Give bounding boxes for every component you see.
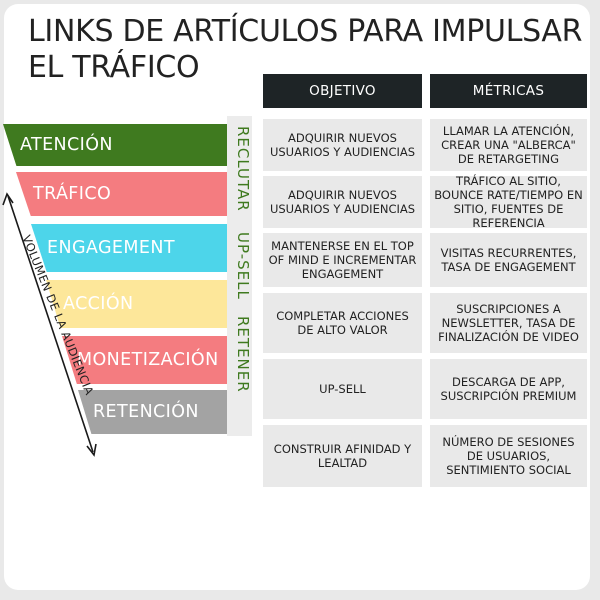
metric-cell: LLAMAR LA ATENCIÓN, CREAR UNA "ALBERCA" …: [430, 119, 587, 171]
funnel-stage-monetizacion: MONETIZACIÓN: [62, 336, 227, 384]
objective-cell: CONSTRUIR AFINIDAD Y LEALTAD: [263, 425, 422, 487]
phase-reclutar: RECLUTAR: [234, 126, 252, 212]
metric-cell: DESCARGA DE APP, SUSCRIPCIÓN PREMIUM: [430, 359, 587, 419]
funnel-stage-atencion: ATENCIÓN: [3, 124, 227, 166]
phase-bracket: [227, 116, 252, 436]
title-line-2: EL TRÁFICO: [28, 50, 200, 85]
objective-cell: ADQUIRIR NUEVOS USUARIOS Y AUDIENCIAS: [263, 119, 422, 171]
phase-up-sell: UP-SELL: [234, 232, 252, 300]
funnel-stage-trafico: TRÁFICO: [16, 172, 227, 216]
objective-header: OBJETIVO: [263, 74, 422, 108]
objective-cell: MANTENERSE EN EL TOP OF MIND E INCREMENT…: [263, 233, 422, 287]
objective-cell: ADQUIRIR NUEVOS USUARIOS Y AUDIENCIAS: [263, 176, 422, 228]
funnel-stage-engagement: ENGAGEMENT: [31, 224, 227, 272]
page-title: LINKS DE ARTÍCULOS PARA IMPULSAR EL TRÁF…: [28, 14, 583, 86]
title-line-1: LINKS DE ARTÍCULOS PARA IMPULSAR: [28, 14, 583, 49]
metric-cell: SUSCRIPCIONES A NEWSLETTER, TASA DE FINA…: [430, 293, 587, 353]
funnel-stage-accion: ACCIÓN: [46, 280, 227, 328]
metric-cell: NÚMERO DE SESIONES DE USUARIOS, SENTIMIE…: [430, 425, 587, 487]
objective-cell: COMPLETAR ACCIONES DE ALTO VALOR: [263, 293, 422, 353]
phase-retener: RETENER: [234, 316, 252, 393]
funnel-stage-retencion: RETENCIÓN: [78, 390, 227, 434]
metric-cell: VISITAS RECURRENTES, TASA DE ENGAGEMENT: [430, 233, 587, 287]
metrics-header: MÉTRICAS: [430, 74, 587, 108]
metric-cell: TRÁFICO AL SITIO, BOUNCE RATE/TIEMPO EN …: [430, 174, 587, 230]
objective-cell: UP-SELL: [263, 359, 422, 419]
